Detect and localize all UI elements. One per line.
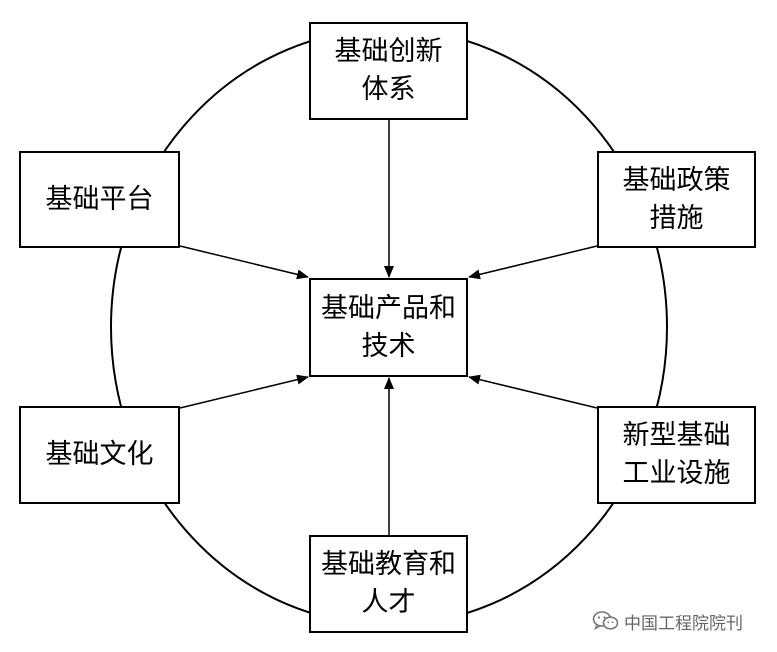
node-new-industrial-infrastructure: 新型基础 工业设施: [597, 406, 756, 504]
node-basic-culture: 基础文化: [19, 406, 180, 504]
arrow-lower-left-to-center: [179, 374, 309, 409]
node-label-line: 基础文化: [45, 439, 154, 470]
node-label-line: 工业设施: [622, 458, 731, 489]
node-label-line: 基础创新: [334, 36, 443, 67]
node-label-line: 技术: [361, 330, 416, 362]
node-label-line: 基础政策: [622, 164, 731, 196]
node-label-line: 基础教育和: [321, 549, 456, 580]
arrow-lower-right-to-center: [468, 374, 598, 409]
node-basic-policy-measures: 基础政策 措施: [597, 151, 756, 248]
node-basic-education-talent: 基础教育和 人才: [309, 535, 468, 633]
node-basic-products-technology: 基础产品和 技术: [309, 278, 468, 377]
node-label-line: 新型基础: [622, 420, 731, 451]
wechat-icon: [592, 611, 619, 631]
watermark: 中国工程院院刊: [592, 604, 743, 638]
node-basic-innovation-system: 基础创新 体系: [309, 22, 468, 120]
node-label-line: 人才: [361, 587, 416, 618]
arrow-upper-left-to-center: [179, 245, 309, 280]
node-label-line: 体系: [361, 74, 416, 105]
arrow-upper-right-to-center: [468, 245, 598, 280]
node-label-line: 基础产品和: [321, 292, 456, 324]
node-label-line: 措施: [649, 202, 704, 234]
node-basic-platform: 基础平台: [19, 151, 180, 248]
node-label-line: 基础平台: [45, 183, 154, 215]
watermark-text: 中国工程院院刊: [624, 613, 743, 634]
